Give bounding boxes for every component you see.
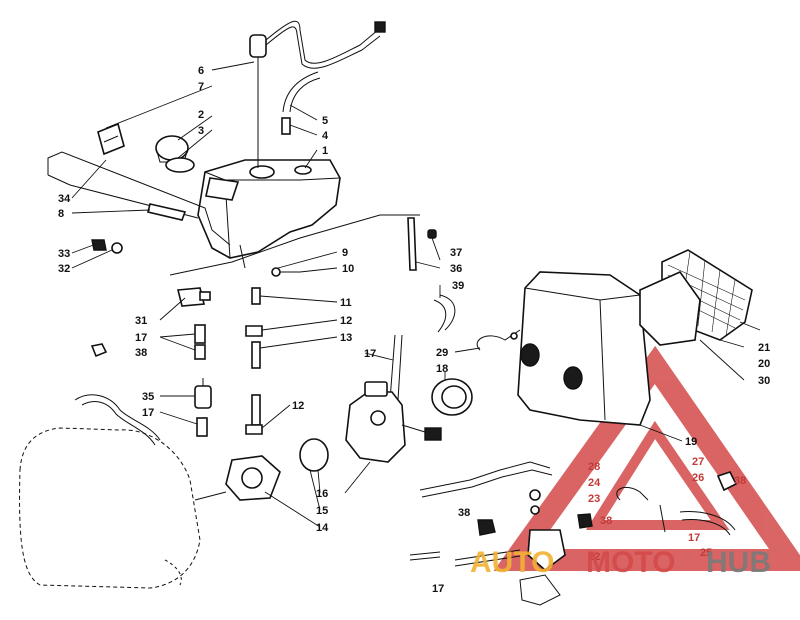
- primer-hose: [419, 461, 551, 491]
- callout-19: 19: [685, 436, 697, 448]
- callout-5: 5: [322, 115, 328, 127]
- watermark-auto: AUTO: [470, 546, 554, 579]
- callout-24: 24: [588, 477, 601, 489]
- callout-11: 11: [340, 297, 352, 309]
- callout-31: 31: [135, 315, 147, 327]
- fuel-hose-segment: [194, 324, 206, 344]
- callout-35: 35: [142, 391, 154, 403]
- gauge-cable: [265, 20, 379, 64]
- callout-3: 3: [198, 125, 204, 137]
- callout-2: 2: [198, 109, 204, 121]
- callout-26: 26: [692, 472, 704, 484]
- vent-hose: [282, 71, 319, 113]
- engine-outline: [19, 394, 201, 589]
- clamp-12: [245, 325, 263, 337]
- callout-28: 28: [588, 461, 600, 473]
- carburetor-assembly: [194, 294, 473, 501]
- watermark-logo: [493, 345, 800, 571]
- callout-33: 33: [58, 248, 70, 260]
- watermark-text: AUTO MOTO HUB: [470, 546, 771, 579]
- callout-39: 39: [452, 280, 464, 292]
- callout-4: 4: [322, 130, 329, 142]
- watermark-hub: HUB: [706, 546, 771, 579]
- callout-10: 10: [342, 263, 354, 275]
- callout-23: 23: [588, 493, 600, 505]
- fuel-line-assembly: [90, 287, 263, 437]
- callout-labels: 1 2 3 4 5 6 7 8 9 10 11 12 13 12 14 15 1…: [58, 65, 770, 595]
- callout-6: 6: [198, 65, 204, 77]
- callout-17e: 17: [688, 532, 700, 544]
- hose-clamp: [90, 343, 108, 358]
- carburetor: [345, 391, 406, 463]
- callout-17a: 17: [135, 332, 147, 344]
- fuel-tank-assembly: [47, 20, 437, 277]
- callout-21: 21: [758, 342, 770, 354]
- leader-lines: [71, 61, 761, 528]
- callout-17c: 17: [364, 348, 376, 360]
- watermark-triangle: [493, 345, 800, 571]
- callout-38c: 38: [600, 515, 612, 527]
- callout-38a: 38: [135, 347, 147, 359]
- fuel-fitting: [176, 287, 206, 307]
- primer-assembly: [409, 461, 738, 606]
- watermark-moto: MOTO: [586, 546, 675, 579]
- tank-bracket: [47, 151, 231, 246]
- callout-34: 34: [58, 193, 71, 205]
- callout-38b: 38: [458, 507, 470, 519]
- callout-13: 13: [340, 332, 352, 344]
- fuel-gauge-sender: [249, 34, 267, 58]
- air-silencer-box: [517, 271, 651, 426]
- callout-15: 15: [316, 505, 328, 517]
- callout-18: 18: [436, 363, 448, 375]
- watermark-inner-triangle: [585, 420, 730, 530]
- callout-22: 22: [588, 551, 600, 563]
- callout-16: 16: [316, 488, 328, 500]
- callout-29: 29: [436, 347, 448, 359]
- callout-30: 30: [758, 375, 770, 387]
- washer: [111, 242, 123, 254]
- callout-7: 7: [198, 81, 204, 93]
- callout-14: 14: [316, 522, 329, 534]
- callout-12a: 12: [340, 315, 352, 327]
- callout-12b: 12: [292, 400, 304, 412]
- carb-clamp: [299, 438, 329, 472]
- tank-strap: [147, 203, 187, 221]
- callout-25: 25: [700, 547, 712, 559]
- callout-17d: 17: [432, 583, 444, 595]
- callout-32: 32: [58, 263, 70, 275]
- callout-38d: 38: [734, 475, 746, 487]
- callout-8: 8: [58, 208, 64, 220]
- callout-9: 9: [342, 247, 348, 259]
- callout-17b: 17: [142, 407, 154, 419]
- callout-1: 1: [322, 145, 328, 157]
- callout-27: 27: [692, 456, 704, 468]
- callout-36: 36: [450, 263, 462, 275]
- fuel-filter: [194, 385, 212, 409]
- air-silencer-assembly: [476, 249, 753, 426]
- primer-body: [527, 529, 566, 572]
- callout-20: 20: [758, 358, 770, 370]
- callout-37: 37: [450, 247, 462, 259]
- fuel-cap: [155, 135, 189, 161]
